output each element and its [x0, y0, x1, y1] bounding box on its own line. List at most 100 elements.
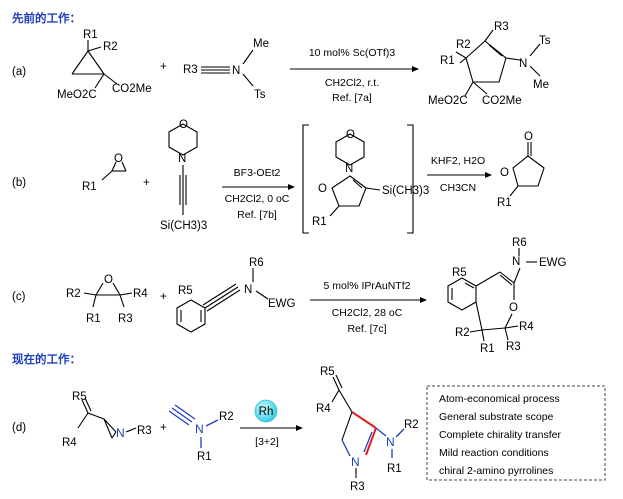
cond-d: [3+2] [255, 436, 279, 448]
p-r1: R1 [440, 55, 455, 67]
d-r3: R3 [137, 425, 152, 437]
pd-r1: R1 [387, 463, 402, 475]
plus-d: + [160, 422, 167, 434]
product-pyrroline: R5 R4 N R3 N R2 R1 [316, 366, 419, 493]
label-b: (b) [12, 177, 26, 189]
bracket-intermediate [302, 124, 414, 234]
plus-c: + [160, 291, 167, 303]
b-morph-o: O [179, 119, 188, 131]
d-n: N [116, 426, 125, 440]
p-ester-right: CO2Me [482, 95, 522, 107]
heading-previous-work: 先前的工作： [12, 11, 81, 25]
b-si: Si(CH3)3 [160, 220, 207, 232]
cond-a-3: Ref. [7a] [332, 92, 372, 104]
me-label-a: Me [253, 38, 269, 50]
ester-left: MeO2C [57, 89, 97, 101]
plus-a: + [160, 61, 167, 73]
p-c-r4: R4 [519, 321, 534, 333]
b-epox-o: O [114, 153, 123, 165]
p-ester-left: MeO2C [428, 95, 468, 107]
arrow-b2: KHF2, H2O CH3CN [427, 155, 492, 194]
cond-b2-1: KHF2, H2O [431, 155, 485, 167]
cond-c-2: CH2Cl2, 28 oC [332, 307, 403, 319]
feature-3: Complete chirality transfer [439, 429, 561, 441]
i-si: Si(CH3)3 [382, 185, 429, 197]
arrow-b1: BF3-OEt2 CH2Cl2, 0 oC Ref. [7b] [222, 167, 295, 221]
pd-r5: R5 [320, 366, 335, 378]
ester-right: CO2Me [112, 83, 152, 95]
label-c: (c) [12, 291, 26, 303]
heading-current-work: 现在的工作： [12, 352, 81, 366]
p-c-r5: R5 [452, 267, 467, 279]
reactant-epoxide-b: O R1 [82, 153, 127, 193]
arrow-d: [3+2] [240, 425, 303, 448]
cond-c-1: 5 mol% IPrAuNTf2 [324, 280, 411, 292]
arrow-a: 10 mol% Sc(OTf)3 CH2Cl2, r.t. Ref. [7a] [290, 47, 419, 104]
cond-b-2: CH2Cl2, 0 oC [225, 193, 290, 205]
lac-o-ring: O [500, 167, 509, 179]
d-yn-r2: R2 [219, 411, 234, 423]
p-c-n: N [512, 256, 520, 268]
rh-label: Rh [259, 406, 274, 418]
product-lactone: O O R1 [497, 131, 545, 209]
c-r3: R3 [118, 313, 133, 325]
r1-label: R1 [83, 29, 98, 41]
c-r4: R4 [133, 288, 148, 300]
pd-n-ring: N [351, 455, 360, 469]
label-a: (a) [12, 66, 26, 78]
r2-label: R2 [103, 41, 118, 53]
catalyst-rh: Rh [254, 399, 278, 423]
p-r2: R2 [456, 39, 471, 51]
p-c-r1: R1 [480, 343, 495, 355]
d-r5: R5 [72, 391, 87, 403]
p-r3: R3 [494, 21, 509, 33]
i-ring-o: O [318, 183, 327, 195]
reactant-epoxide-c: O R2 R4 R1 R3 [66, 274, 148, 325]
c-r6: R6 [249, 257, 264, 269]
feature-5: chiral 2-amino pyrrolines [439, 465, 553, 477]
pd-r2: R2 [404, 419, 419, 431]
cond-c-3: Ref. [7c] [347, 323, 386, 335]
i-n: N [345, 163, 353, 175]
reactant-cyclopropane: R1 R2 MeO2C CO2Me [57, 29, 152, 101]
arrow-c: 5 mol% IPrAuNTf2 CH2Cl2, 28 oC Ref. [7c] [310, 280, 427, 335]
reactant-aryl-ynamide: R5 N R6 EWG [176, 257, 296, 333]
c-ewg: EWG [268, 298, 296, 310]
cond-a-1: 10 mol% Sc(OTf)3 [309, 47, 396, 59]
c-r5: R5 [178, 285, 193, 297]
r3-label: R3 [183, 64, 198, 76]
b-morph-n: N [178, 153, 186, 165]
c-epox-o: O [104, 274, 113, 286]
n-label-a: N [232, 65, 240, 77]
i-morph-o: O [346, 129, 355, 141]
reactant-vinyl-aziridine: R5 R4 N R3 [62, 391, 152, 449]
p-ts: Ts [539, 35, 551, 47]
c-n: N [244, 284, 252, 296]
product-oxazepine: R5 O N R6 EWG R4 R3 R2 R1 [447, 237, 567, 355]
intermediate-dihydrofuran: O N O Si(CH3)3 R1 [312, 129, 429, 228]
d-yn-r1: R1 [197, 451, 212, 463]
c-r2: R2 [66, 288, 81, 300]
feature-2: General substrate scope [439, 411, 554, 423]
reactant-morpholine-ynamine: O N Si(CH3)3 [160, 119, 207, 232]
pd-r4: R4 [316, 403, 331, 415]
p-c-r6: R6 [512, 237, 527, 249]
p-n: N [519, 58, 527, 70]
reactant-ynamide-a: R3 N Me Ts [183, 38, 269, 101]
p-c-ewg: EWG [539, 257, 567, 269]
p-c-o: O [509, 302, 518, 314]
cond-a-2: CH2Cl2, r.t. [325, 77, 379, 89]
ts-label-a: Ts [254, 89, 266, 101]
pd-n: N [386, 435, 395, 449]
pd-r3: R3 [350, 481, 365, 493]
product-cyclopentene: R3 R2 R1 N Ts Me MeO2C CO2Me [428, 21, 551, 107]
features-box: Atom-economical process General substrat… [426, 385, 606, 481]
p-c-r2: R2 [455, 327, 470, 339]
cond-b-3: Ref. [7b] [237, 209, 277, 221]
d-yn-n: N [195, 422, 204, 436]
cond-b-1: BF3-OEt2 [234, 167, 281, 179]
p-me: Me [533, 79, 549, 91]
b-epox-r1: R1 [82, 181, 97, 193]
p-c-r3: R3 [506, 341, 521, 353]
